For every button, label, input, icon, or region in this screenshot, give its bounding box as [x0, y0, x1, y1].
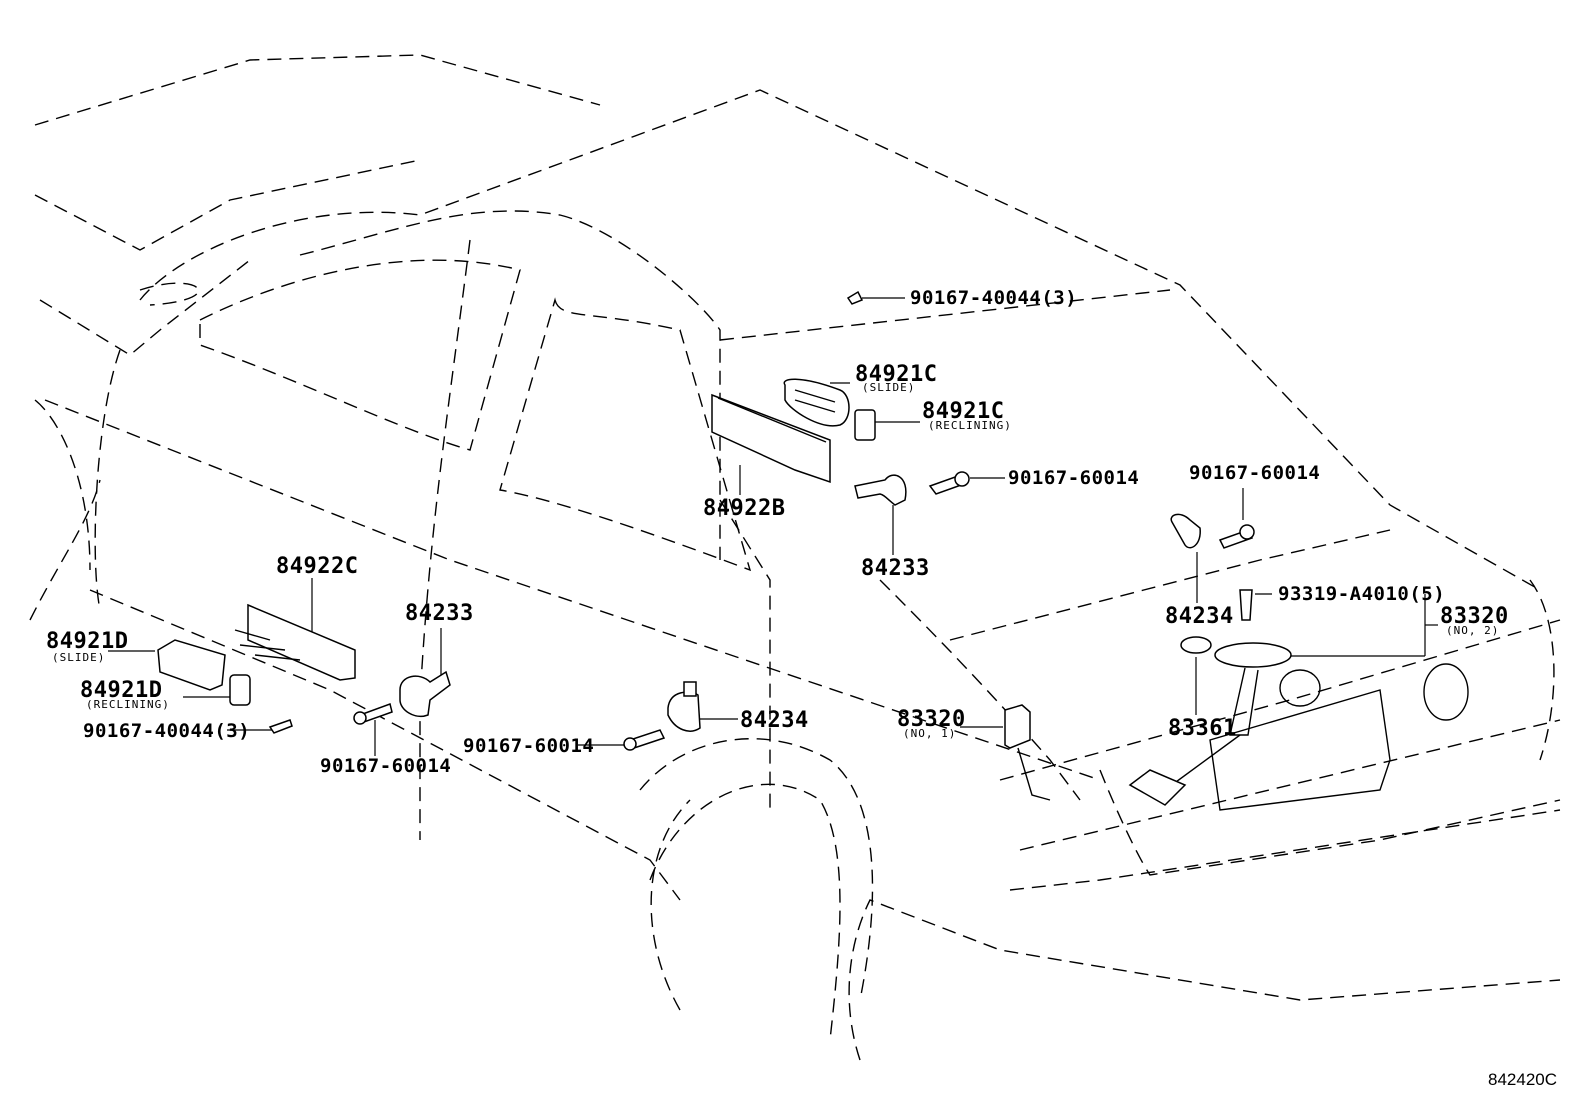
leader-lines — [108, 297, 1438, 756]
callout-84921d-reclining-note: (RECLINING) — [86, 698, 170, 711]
callout-83320-no1: 83320 — [897, 707, 966, 732]
callout-84922c: 84922C — [276, 554, 359, 579]
callout-84922b: 84922B — [703, 496, 786, 521]
callout-83361: 83361 — [1168, 716, 1237, 741]
part-83320-no1 — [1004, 704, 1031, 749]
callout-84921d-slide: 84921D — [46, 629, 129, 654]
part-83320-no2 — [1214, 642, 1292, 668]
callout-84921d-slide-note: (SLIDE) — [52, 651, 106, 664]
parts — [157, 290, 1292, 806]
part-84921d-slide — [157, 639, 226, 691]
callout-84921c-reclining-note: (RECLINING) — [928, 419, 1012, 432]
illustration-code: 842420C — [1488, 1070, 1558, 1089]
part-84921c-slide — [783, 378, 850, 427]
callout-90167-60014-bottom: 90167-60014 — [320, 755, 452, 777]
car-outline — [29, 54, 1561, 1061]
part-83361 — [1180, 636, 1212, 654]
callout-90167-40044-top: 90167-40044(3) — [910, 287, 1078, 309]
callout-84921c-slide: 84921C — [855, 362, 938, 387]
part-84233-right — [854, 474, 907, 506]
callout-84234-right: 84234 — [1165, 604, 1234, 629]
part-84233-left — [399, 670, 451, 717]
callout-90167-60014-left: 90167-60014 — [463, 735, 595, 757]
callout-84921d-reclining: 84921D — [80, 678, 163, 703]
bolt-top — [846, 290, 864, 305]
callout-90167-60014-right: 90167-60014 — [1189, 462, 1321, 484]
part-84234-right — [1170, 513, 1201, 549]
part-84922c — [247, 603, 356, 681]
callout-83320-no2-note: (NO, 2) — [1446, 624, 1500, 637]
callout-83320-no1-note: (NO, 1) — [903, 727, 957, 740]
callout-84233-right: 84233 — [861, 556, 930, 581]
callout-84921c-reclining: 84921C — [922, 399, 1005, 424]
part-84234-left — [667, 691, 701, 732]
callout-84234-left: 84234 — [740, 708, 809, 733]
part-84922b — [711, 393, 831, 484]
callout-84233-left: 84233 — [405, 601, 474, 626]
callout-84921c-slide-note: (SLIDE) — [862, 381, 916, 394]
bolt-93319 — [1239, 589, 1253, 621]
part-84921d-reclining — [229, 674, 251, 706]
part-84921c-reclining — [854, 409, 876, 441]
callout-83320-no2: 83320 — [1440, 604, 1509, 629]
bolt-left-small — [268, 719, 293, 734]
callout-93319-a4010: 93319-A4010(5) — [1278, 583, 1446, 605]
callout-90167-40044-left: 90167-40044(3) — [83, 720, 251, 742]
callout-90167-60014-center: 90167-60014 — [1008, 467, 1140, 489]
